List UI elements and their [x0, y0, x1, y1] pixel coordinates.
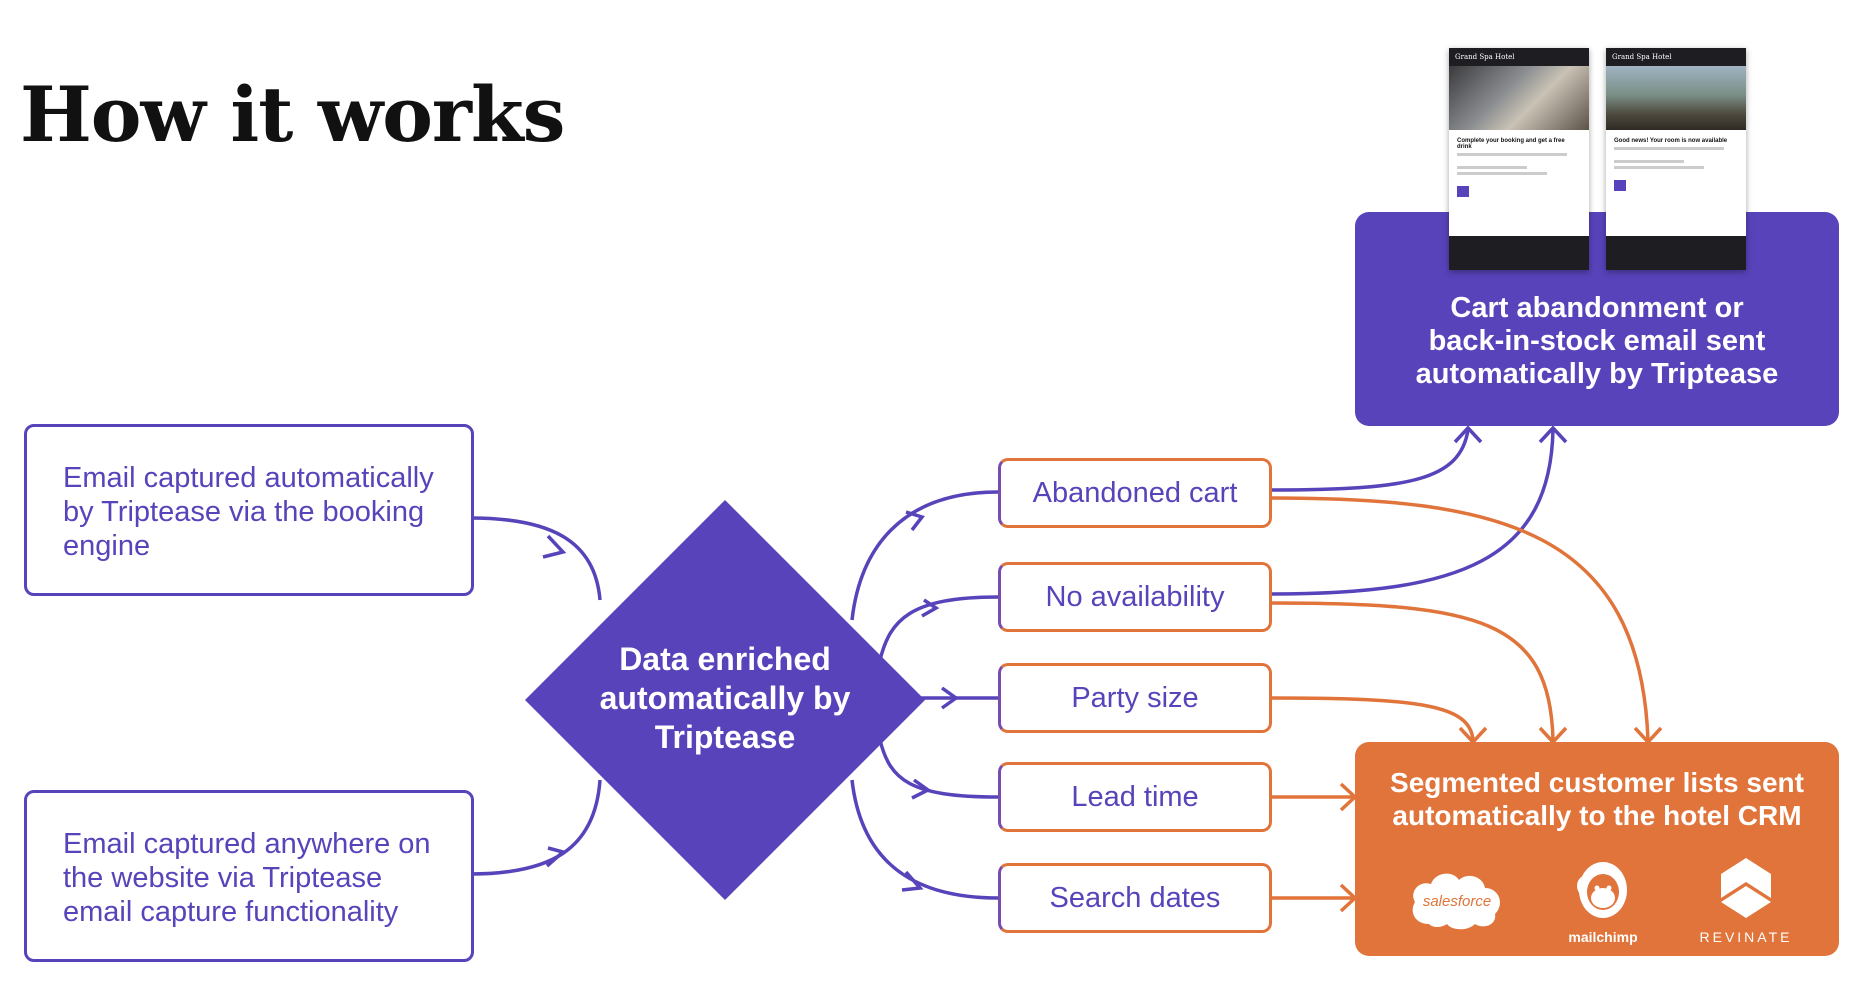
connector-noavail-email — [1271, 429, 1555, 596]
salesforce-logo-text: salesforce — [1423, 893, 1491, 910]
revinate-logo: REVINATE — [1700, 858, 1793, 945]
hub-diamond — [525, 500, 925, 900]
arrowhead — [905, 510, 925, 532]
connector-abandoned-email — [1271, 429, 1470, 492]
mailchimp-logo: mailchimp — [1568, 862, 1638, 945]
attribute-search-dates: Search dates — [998, 863, 1272, 933]
connector-hub-abandoned — [850, 490, 999, 621]
email-preview-cta: ​ — [1457, 186, 1469, 197]
email-preview-headline: Complete your booking and get a free dri… — [1457, 138, 1565, 150]
arrowhead — [940, 686, 960, 710]
hub-label: Data enriched automatically by Triptease — [599, 641, 851, 755]
attribute-party-size-label: Party size — [1071, 681, 1199, 714]
connector-source2-hub — [469, 779, 602, 876]
connector-abandoned-crm — [1271, 496, 1650, 741]
attribute-abandoned-cart: Abandoned cart — [998, 458, 1272, 528]
arrowhead — [545, 846, 567, 868]
crm-outcome-box: Segmented customer lists sent automatica… — [1355, 742, 1839, 956]
arrowhead — [1453, 425, 1483, 444]
arrowhead — [901, 870, 924, 892]
email-outcome-label: Cart abandonment or back-in-stock email … — [1415, 292, 1779, 390]
attribute-no-availability-label: No availability — [1045, 580, 1225, 613]
attribute-search-dates-label: Search dates — [1049, 881, 1221, 914]
email-preview-cta: ​ — [1614, 180, 1626, 191]
hotel-room-photo — [1449, 66, 1589, 130]
source-website-capture-label: Email captured anywhere on the website v… — [63, 828, 431, 928]
connector-noavail-crm — [1271, 601, 1555, 741]
attribute-lead-time: Lead time — [998, 762, 1272, 832]
email-outcome-box: Cart abandonment or back-in-stock email … — [1355, 212, 1839, 426]
connector-party-crm — [1271, 696, 1475, 741]
hotel-terrace-photo — [1606, 66, 1746, 130]
arrowhead — [921, 598, 940, 618]
connector-hub-dates — [850, 779, 999, 900]
attribute-abandoned-cart-label: Abandoned cart — [1032, 476, 1238, 509]
mailchimp-logo-text: mailchimp — [1568, 929, 1637, 945]
arrowhead — [542, 534, 567, 559]
arrowhead — [911, 778, 932, 800]
salesforce-logo: salesforce — [1412, 873, 1500, 930]
arrowhead — [1538, 425, 1568, 444]
email-preview-hotel-name: Grand Spa Hotel — [1449, 48, 1589, 66]
source-website-capture: Email captured anywhere on the website v… — [24, 790, 474, 962]
connector-source1-hub — [469, 516, 602, 601]
page-title: How it works — [20, 70, 565, 159]
email-preview-cart: Grand Spa Hotel Complete your booking an… — [1449, 48, 1589, 270]
revinate-logo-text: REVINATE — [1700, 929, 1793, 945]
source-booking-engine-label: Email captured automatically by Tripteas… — [63, 462, 434, 562]
attribute-no-availability: No availability — [998, 562, 1272, 632]
email-preview-hotel-name: Grand Spa Hotel — [1606, 48, 1746, 66]
email-preview-headline: Good news! Your room is now available — [1614, 138, 1728, 144]
attribute-lead-time-label: Lead time — [1071, 780, 1199, 813]
attribute-party-size: Party size — [998, 663, 1272, 733]
connector-hub-lead — [878, 739, 999, 799]
source-booking-engine: Email captured automatically by Tripteas… — [24, 424, 474, 596]
email-preview-availability: Grand Spa Hotel Good news! Your room is … — [1606, 48, 1746, 270]
connector-hub-noavail — [878, 595, 999, 661]
crm-outcome-label: Segmented customer lists sent automatica… — [1390, 767, 1804, 831]
